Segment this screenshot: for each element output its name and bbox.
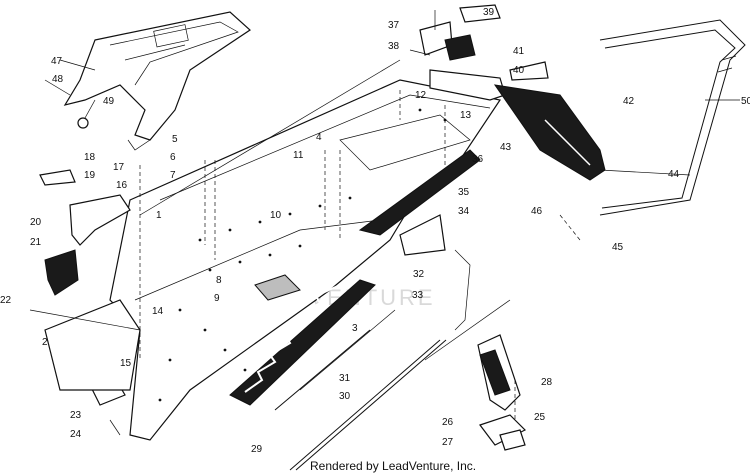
callout-10: 10	[270, 210, 282, 221]
seat-assembly	[63, 11, 251, 151]
callout-41: 41	[513, 46, 525, 57]
tunnel-frame	[109, 79, 501, 441]
callout-34: 34	[458, 206, 470, 217]
callout-7: 7	[170, 170, 176, 181]
callout-38: 38	[388, 41, 400, 52]
callout-15: 15	[120, 358, 132, 369]
callout-47: 47	[51, 56, 63, 67]
footer-credit: Rendered by LeadVenture, Inc.	[310, 459, 476, 473]
callout-16: 16	[116, 180, 128, 191]
snow-flap	[493, 61, 606, 181]
callout-45: 45	[612, 242, 624, 253]
callout-3: 3	[352, 323, 358, 334]
callout-11: 11	[293, 150, 304, 161]
callout-23: 23	[70, 410, 82, 421]
callout-2: 2	[42, 337, 48, 348]
callout-14: 14	[152, 306, 164, 317]
callout-37: 37	[388, 20, 400, 31]
callout-26: 26	[442, 417, 454, 428]
callout-46: 46	[531, 206, 543, 217]
callout-21: 21	[30, 237, 42, 248]
callout-42: 42	[623, 96, 635, 107]
rails	[274, 309, 447, 471]
right-lower-parts	[399, 214, 527, 451]
guide-lines	[139, 90, 581, 420]
callout-36: 36	[472, 154, 484, 165]
callout-28: 28	[541, 377, 553, 388]
callout-39: 39	[483, 7, 495, 18]
callout-33: 33	[412, 290, 424, 301]
callout-22: 22	[0, 295, 12, 306]
callout-31: 31	[339, 373, 351, 384]
callout-29: 29	[251, 444, 263, 455]
callout-layer: 1234567891011121314151617181920212223242…	[0, 7, 750, 455]
callout-35: 35	[458, 187, 470, 198]
callout-5: 5	[172, 134, 178, 145]
callout-24: 24	[70, 429, 82, 440]
callout-13: 13	[460, 110, 472, 121]
callout-6: 6	[170, 152, 176, 163]
callout-17: 17	[113, 162, 125, 173]
callout-20: 20	[30, 217, 42, 228]
rear-light-parts	[419, 4, 506, 101]
left-bracket-parts	[39, 169, 141, 406]
callout-32: 32	[413, 269, 425, 280]
callout-44: 44	[668, 169, 680, 180]
callout-25: 25	[534, 412, 546, 423]
callout-43: 43	[500, 142, 512, 153]
callout-8: 8	[216, 275, 222, 286]
callout-12: 12	[415, 90, 427, 101]
callout-40: 40	[513, 65, 525, 76]
callout-1: 1	[156, 210, 162, 221]
callout-50: 50	[741, 96, 750, 107]
callout-48: 48	[52, 74, 64, 85]
rear-bumper	[599, 19, 746, 216]
callout-4: 4	[316, 132, 322, 143]
callout-19: 19	[84, 170, 96, 181]
callout-27: 27	[442, 437, 454, 448]
callout-18: 18	[84, 152, 96, 163]
callout-30: 30	[339, 391, 351, 402]
leader-lines	[29, 10, 740, 436]
callout-49: 49	[103, 96, 115, 107]
callout-9: 9	[214, 293, 220, 304]
